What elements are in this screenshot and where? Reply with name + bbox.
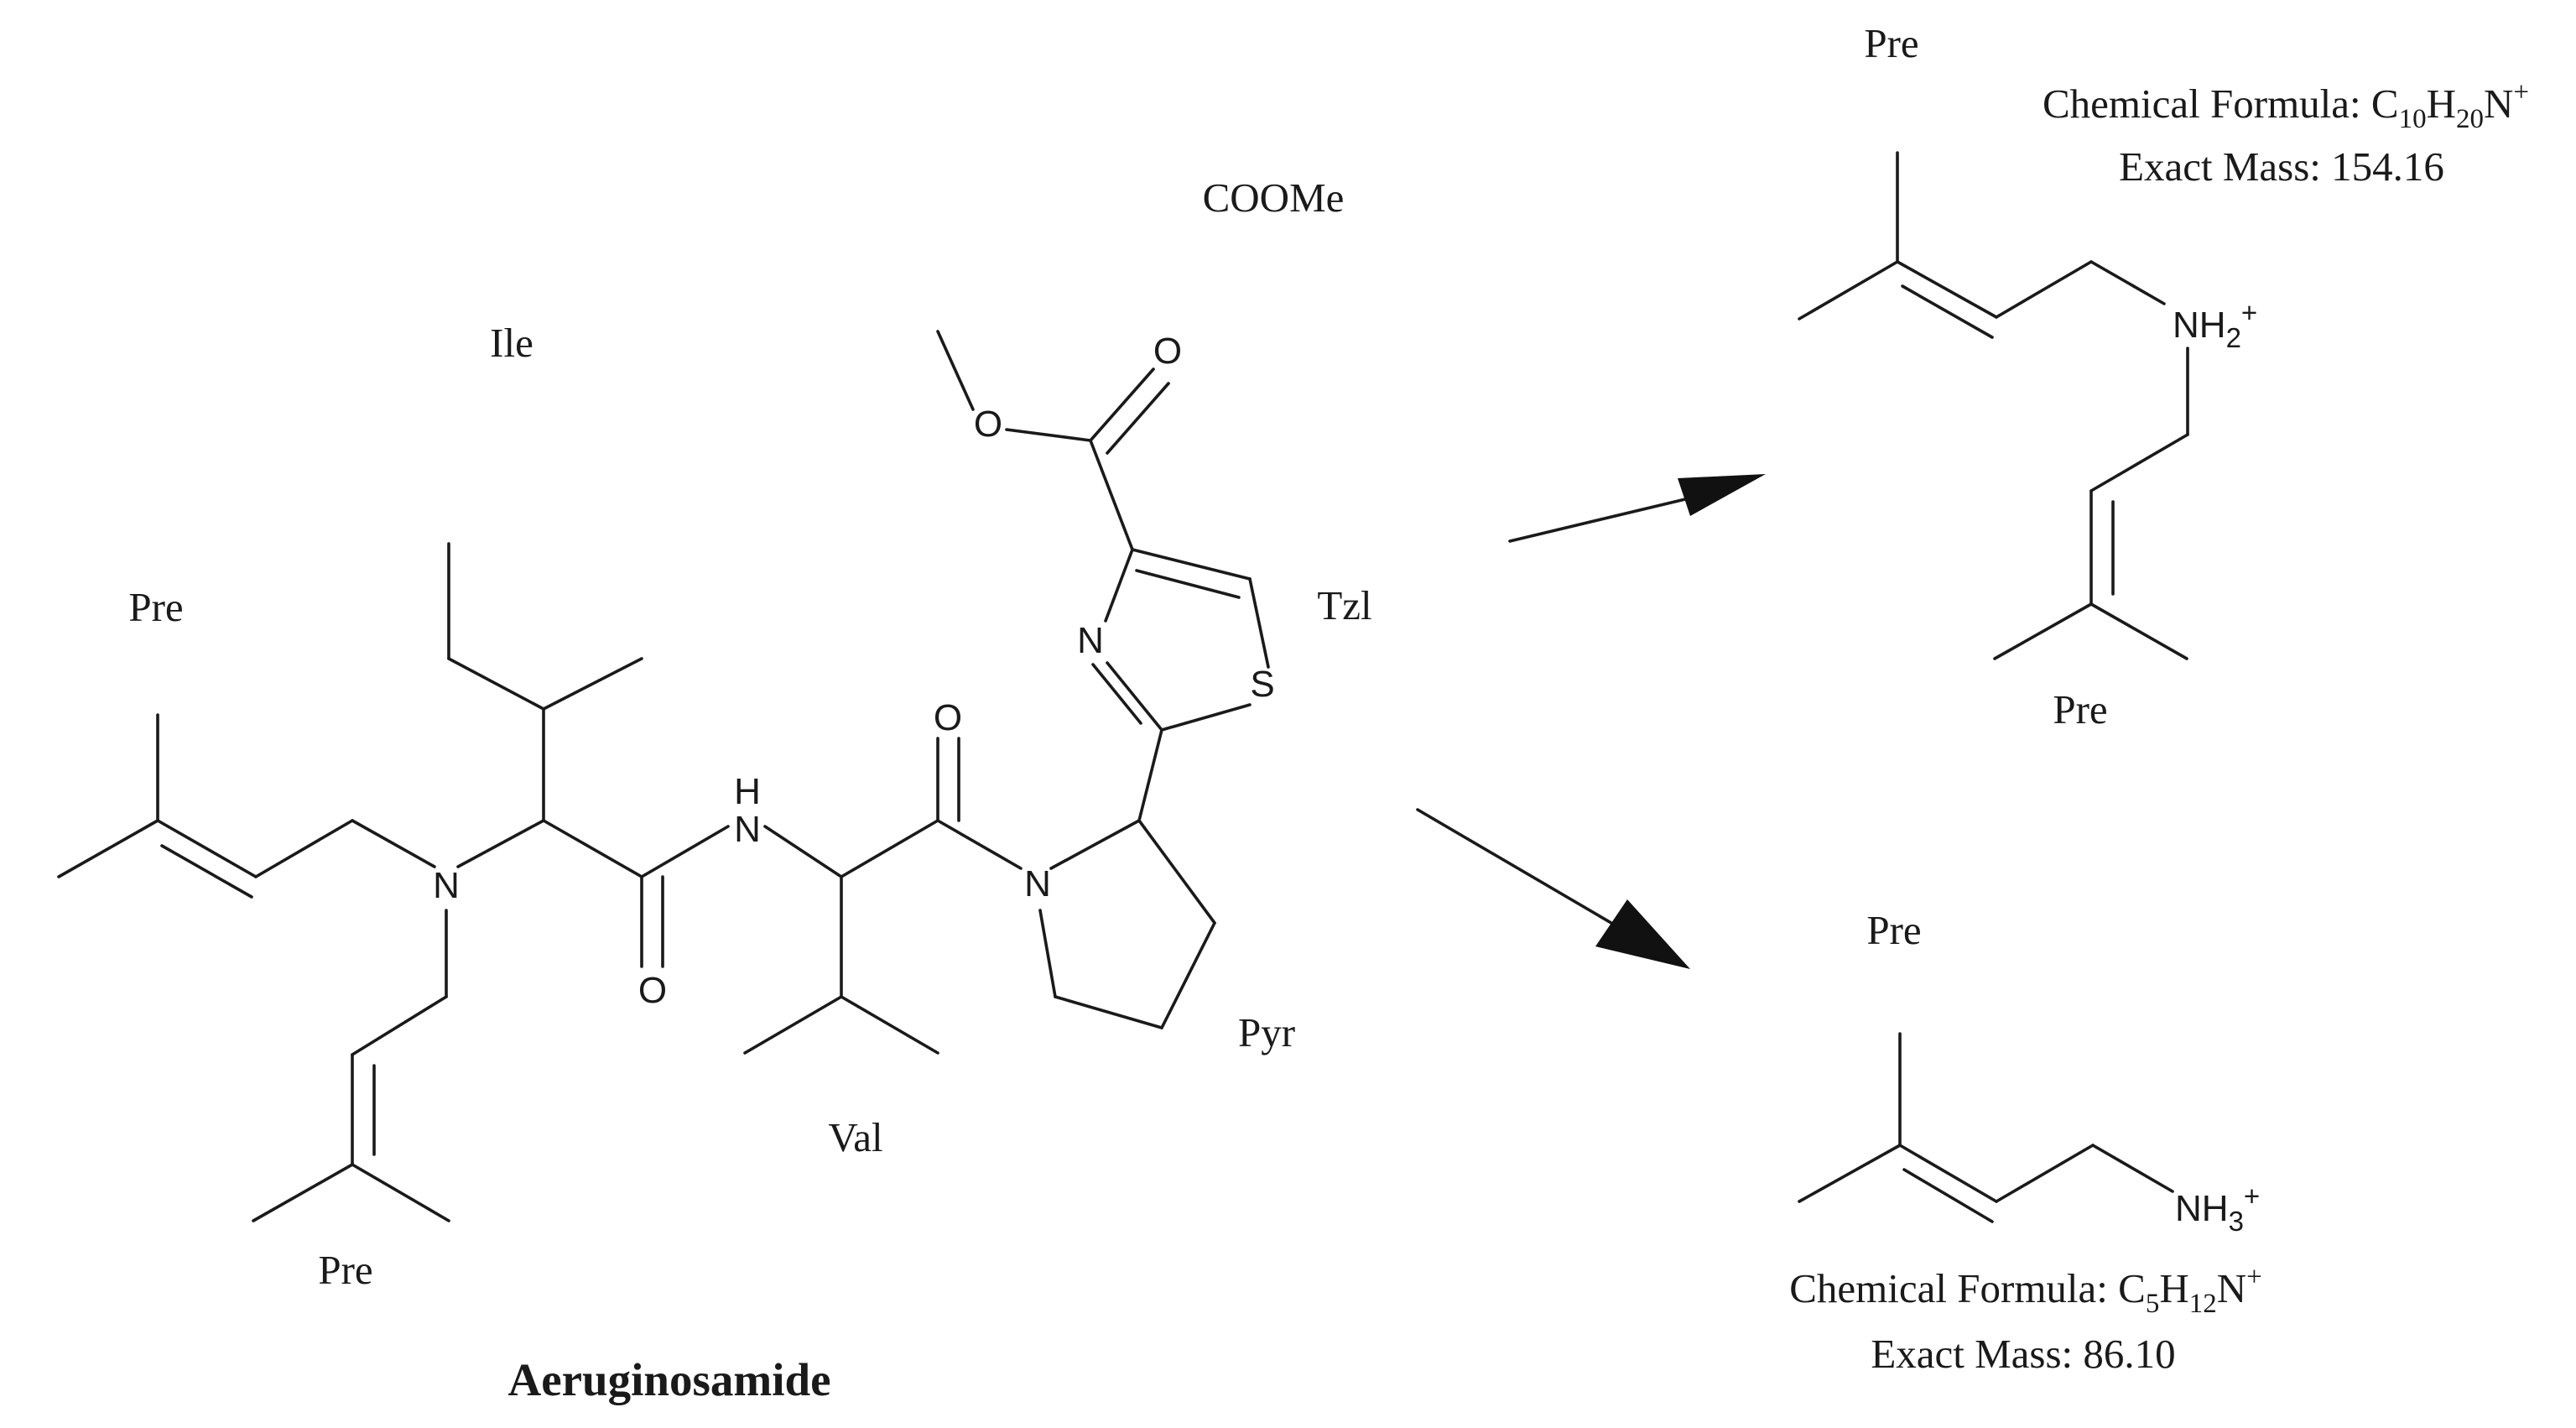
arrow-upper-head — [1678, 474, 1766, 516]
bond — [1798, 1144, 1902, 1203]
label-pre-bottom: Pre — [318, 1247, 372, 1293]
double-bond — [1106, 382, 1170, 455]
aeruginosamide-structure: N H N O O N N S O O Pre Pre Ile Val Pyr … — [57, 175, 1372, 1405]
label-pre-top: Pre — [128, 584, 183, 630]
bond — [1089, 439, 1134, 551]
ester-carbonyl-oxygen: O — [1153, 331, 1182, 372]
fragmentation-arrows — [1416, 474, 1766, 969]
bond — [1005, 428, 1092, 442]
bond — [1106, 661, 1163, 732]
amide-hydrogen: H — [734, 771, 761, 812]
bond — [1104, 548, 1134, 623]
bond — [1995, 1144, 2095, 1203]
ester-oxygen: O — [974, 404, 1002, 445]
fragment-2-label-pre-top: Pre — [1866, 907, 1921, 953]
fragment-1-exact-mass: Exact Mass: 154.16 — [2119, 143, 2444, 190]
bond — [1248, 577, 1270, 669]
bond — [156, 819, 258, 878]
double-bond — [160, 844, 253, 899]
bond — [1160, 921, 1216, 1029]
double-bond — [1135, 569, 1241, 599]
bond — [1131, 548, 1252, 581]
bond — [1798, 260, 1899, 321]
bond — [57, 819, 159, 878]
amine-nitrogen: N — [433, 865, 460, 906]
double-bond — [1902, 1168, 1994, 1223]
arrow-lower-shaft — [1416, 808, 1642, 941]
bond — [936, 330, 975, 411]
compound-name: Aeruginosamide — [508, 1354, 831, 1405]
bond — [1054, 995, 1163, 1029]
thiazole-nitrogen: N — [1077, 620, 1104, 661]
double-bond — [1091, 663, 1142, 725]
ammonium-label: NH3+ — [2175, 1180, 2260, 1237]
bond — [1896, 260, 1998, 319]
bond — [1089, 367, 1155, 442]
bond — [640, 825, 730, 878]
label-val: Val — [828, 1114, 882, 1160]
bond — [1995, 260, 2093, 319]
fragment-2-formula: Chemical Formula: C5H12N+ — [1789, 1262, 2262, 1319]
bond — [1160, 703, 1252, 732]
label-ile: Ile — [490, 320, 533, 366]
label-pyr: Pyr — [1238, 1009, 1295, 1055]
bond — [1137, 728, 1163, 822]
bond — [1993, 602, 2093, 660]
thiazole-sulfur: S — [1250, 664, 1274, 705]
arrow-upper-shaft — [1508, 493, 1704, 543]
bond — [351, 995, 448, 1056]
pyrrolidine-nitrogen: N — [1024, 863, 1051, 904]
bond — [254, 819, 354, 878]
fragment-2-structure: NH3+ Pre Chemical Formula: C5H12N+ Exact… — [1789, 907, 2262, 1377]
bond — [2091, 1144, 2174, 1193]
arrow-lower-head — [1595, 899, 1690, 969]
fragment-1-formula: Chemical Formula: C10H20N+ — [2043, 77, 2529, 134]
bond — [2089, 602, 2188, 660]
fragment-1-label-pre-top: Pre — [1864, 20, 1918, 66]
bond — [1049, 819, 1141, 870]
bond — [743, 995, 843, 1055]
bond — [351, 1163, 450, 1222]
bond — [1137, 819, 1216, 925]
bond — [542, 819, 643, 878]
bond — [2089, 260, 2166, 305]
bond — [456, 819, 545, 868]
fragment-1-label-pre-bottom: Pre — [2053, 686, 2107, 732]
amide-nitrogen: N — [734, 809, 761, 850]
bond — [252, 1163, 354, 1222]
bond — [2089, 433, 2189, 493]
fragment-1-structure: NH2+ Pre Pre Chemical Formula: C10H20N+ … — [1798, 20, 2529, 732]
bond — [1038, 909, 1057, 998]
carbonyl-oxygen: O — [934, 697, 962, 738]
double-bond — [1901, 284, 1994, 339]
bond — [840, 995, 939, 1055]
fragment-2-exact-mass: Exact Mass: 86.10 — [1871, 1331, 2175, 1377]
ammonium-label: NH2+ — [2173, 297, 2257, 353]
carbonyl-oxygen: O — [638, 970, 667, 1011]
bond — [351, 819, 436, 868]
label-coome: COOMe — [1203, 175, 1345, 221]
bond — [1898, 1144, 1998, 1203]
bond — [936, 819, 1023, 870]
bond — [840, 819, 939, 878]
bond — [763, 825, 843, 878]
bond — [447, 657, 545, 711]
label-tzl: Tzl — [1317, 582, 1371, 628]
bond — [542, 657, 643, 711]
